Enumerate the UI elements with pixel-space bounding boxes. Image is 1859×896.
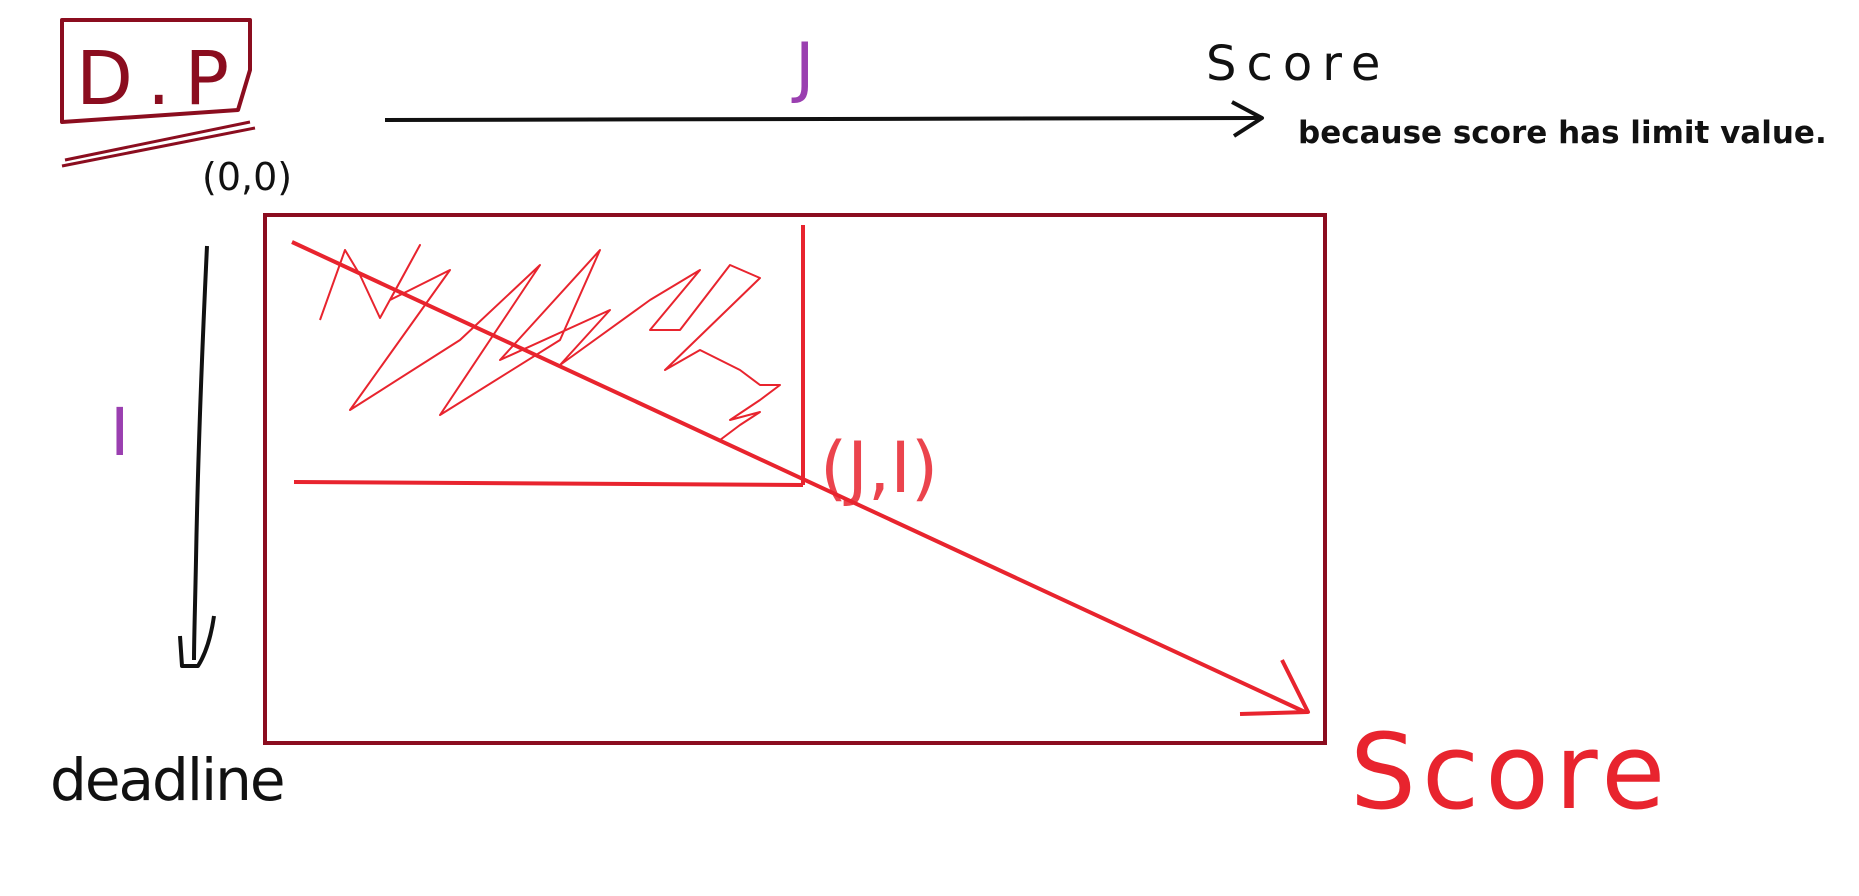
sub-region-lines	[293, 225, 805, 487]
dp-label-box	[60, 18, 252, 124]
horizontal-axis-note: because score has limit value.	[1298, 115, 1827, 151]
vertical-axis-variable: I	[110, 394, 129, 471]
diagonal-arrow	[291, 240, 1310, 716]
dp-label-group: D.P (0,0)	[60, 18, 292, 199]
origin-label: (0,0)	[202, 155, 292, 199]
vertical-axis-label: deadline	[50, 746, 284, 814]
sub-region-horizontal-line	[293, 480, 804, 487]
dp-underline	[61, 120, 256, 168]
diagonal-score-label: Score	[1350, 711, 1671, 833]
diagonal-arrowhead	[1239, 659, 1310, 716]
vertical-axis: I deadline	[50, 245, 286, 814]
point-label: (J,I)	[820, 427, 938, 509]
hatched-region	[319, 244, 781, 441]
horizontal-axis-variable: J	[791, 29, 814, 106]
dp-label-text: D.P	[76, 36, 243, 122]
vertical-axis-arrowhead	[178, 615, 216, 668]
diagonal-arrow-line	[291, 240, 1306, 714]
vertical-axis-line	[192, 245, 209, 661]
horizontal-axis-arrowhead	[1231, 100, 1264, 138]
dp-table-rectangle	[263, 213, 1327, 745]
horizontal-axis-label: Score	[1206, 36, 1390, 92]
horizontal-axis: J Score because score has limit value.	[384, 29, 1827, 151]
horizontal-axis-line	[384, 116, 1259, 123]
